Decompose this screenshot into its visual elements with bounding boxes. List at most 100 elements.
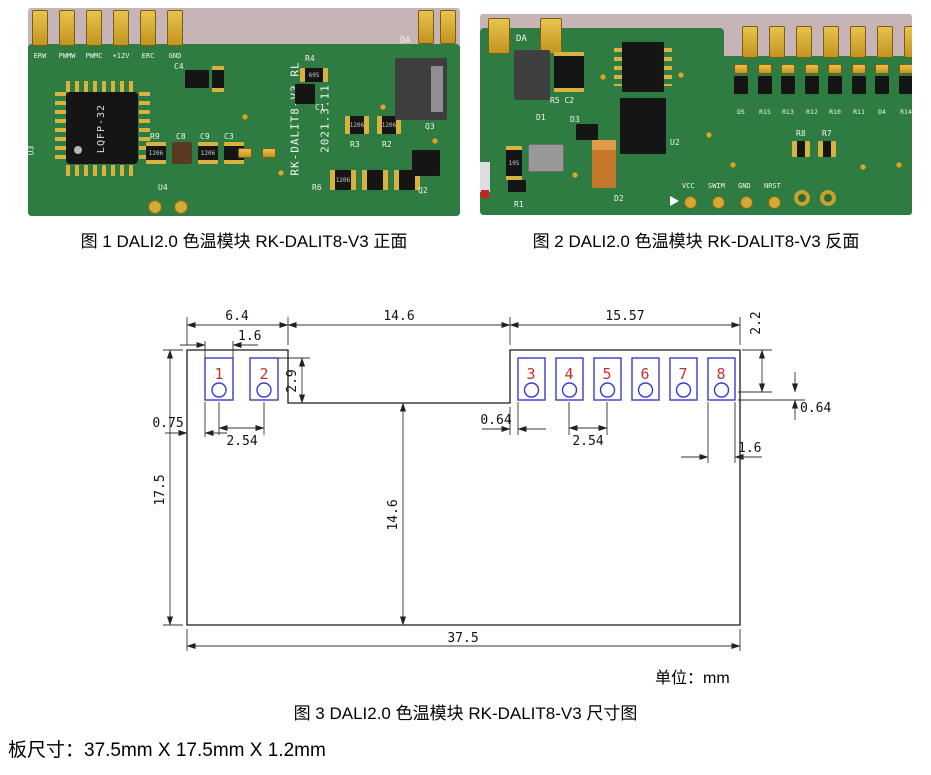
pad-number-8: 8 [716,365,725,383]
dim-top-right: 15.57 [605,309,644,324]
via [600,74,606,80]
smd-pad [262,148,276,158]
capacitor-c1 [295,84,315,104]
dimension-drawing: 1 2 3 4 5 6 7 8 [152,309,831,651]
through-hole [174,200,188,214]
dim-pitch-left: 2.54 [226,434,257,449]
via [678,72,684,78]
resistor-component [899,76,912,94]
pad-4 [555,357,584,401]
pad-7 [669,357,698,401]
pin-label-swim: SWIM [708,182,725,190]
resistor-r2: 1206 [377,116,401,134]
resistor-component [734,76,748,94]
pad-6 [631,357,660,401]
castellation-pad [769,26,785,58]
capacitor-component [172,142,192,164]
ref-c4: C4 [174,62,184,71]
resistor-component: 105 [506,146,522,180]
board-outline [186,349,741,626]
via [860,164,866,170]
castellation-pad [167,10,183,46]
dim-pad-height: 2.9 [285,369,300,392]
pad-8 [707,357,736,401]
da-pad [540,18,562,54]
pad-hole [561,382,578,398]
fig3-caption: 图 3 DALI2.0 色温模块 RK-DALIT8-V3 尺寸图 [293,704,638,723]
dim-margin-left: 0.75 [152,416,183,431]
ref-r2: R2 [382,140,392,149]
pin-label-gnd: GND [168,52,182,60]
smd-pad [238,148,252,158]
capacitor-component [224,142,244,164]
pad-hole [256,382,272,398]
via [730,162,736,168]
smd-pad [734,64,748,74]
fig2-photo: DA R5 C2 D1 D3 U2 Q1 105 D2 R1 [480,14,912,215]
pin-label-erw: ERW [33,52,47,60]
resistor-component [805,76,819,94]
dim-notch-height: 14.6 [386,499,401,530]
pin-label-nrst: NRST [764,182,781,190]
via [706,132,712,138]
q3-tab [431,66,443,112]
pad-number-3: 3 [526,365,535,383]
tantalum-band [592,140,616,150]
pad-group [204,357,736,401]
component-marking: 105 [508,159,520,167]
da-pad [488,18,510,54]
through-hole-ring [820,190,836,206]
dimension-lines [163,317,805,651]
fig1-caption: 图 1 DALI2.0 色温模块 RK-DALIT8-V3 正面 [80,232,408,251]
mcu-label: LQFP-32 [96,103,108,153]
pad-hole [675,382,692,398]
dim-pad-width-right: 1.6 [738,441,761,456]
diode-package [514,50,550,100]
castellation-pad [796,26,812,58]
resistor-component [818,141,836,157]
ref-d3: D3 [570,115,580,124]
chip-pins-left [55,92,66,164]
pad-2 [249,357,279,401]
ref-r1: R1 [514,200,524,209]
through-hole [712,196,725,209]
diode-d3 [576,124,598,140]
pad-3 [517,357,546,401]
ref-c1: C1 [315,103,325,112]
ref-d4: D4 [878,108,886,116]
pad-number-7: 7 [678,365,687,383]
via [278,170,284,176]
ref-r3: R3 [350,140,360,149]
via [242,114,248,120]
pad-number-2: 2 [259,365,268,383]
chip-pins-bottom [66,165,138,176]
ref-c8: C8 [176,132,186,141]
castellation-pad [113,10,129,46]
ref-d5: D5 [737,108,745,116]
ref-r10: R10 [829,108,841,116]
ref-r7: R7 [822,129,832,138]
da-label: DA [400,36,411,46]
resistor-component [828,76,842,94]
smd-pad [899,64,912,74]
board-size-text: 板尺寸：37.5mm X 17.5mm X 1.2mm [8,740,326,761]
dim-gap-right: 0.64 [800,401,831,416]
smd-pad [828,64,842,74]
pin-label-erc: ERC [141,52,155,60]
resistor-component [758,76,772,94]
castellation-pad [32,10,48,46]
dim-top-mid: 14.6 [383,309,414,324]
ref-u2: U2 [670,138,680,147]
chip-pins-top [66,81,138,92]
through-hole [148,200,162,214]
opto-pins-left [614,48,625,86]
da-pad [440,10,456,44]
pad-number-6: 6 [640,365,649,383]
component-marking: 1206 [381,121,397,129]
smd-pad [875,64,889,74]
pin-label-pwmc: PWMC [85,52,103,60]
ref-q2: Q2 [418,186,428,195]
pad-number-4: 4 [564,365,573,383]
capacitor-component [212,66,224,92]
